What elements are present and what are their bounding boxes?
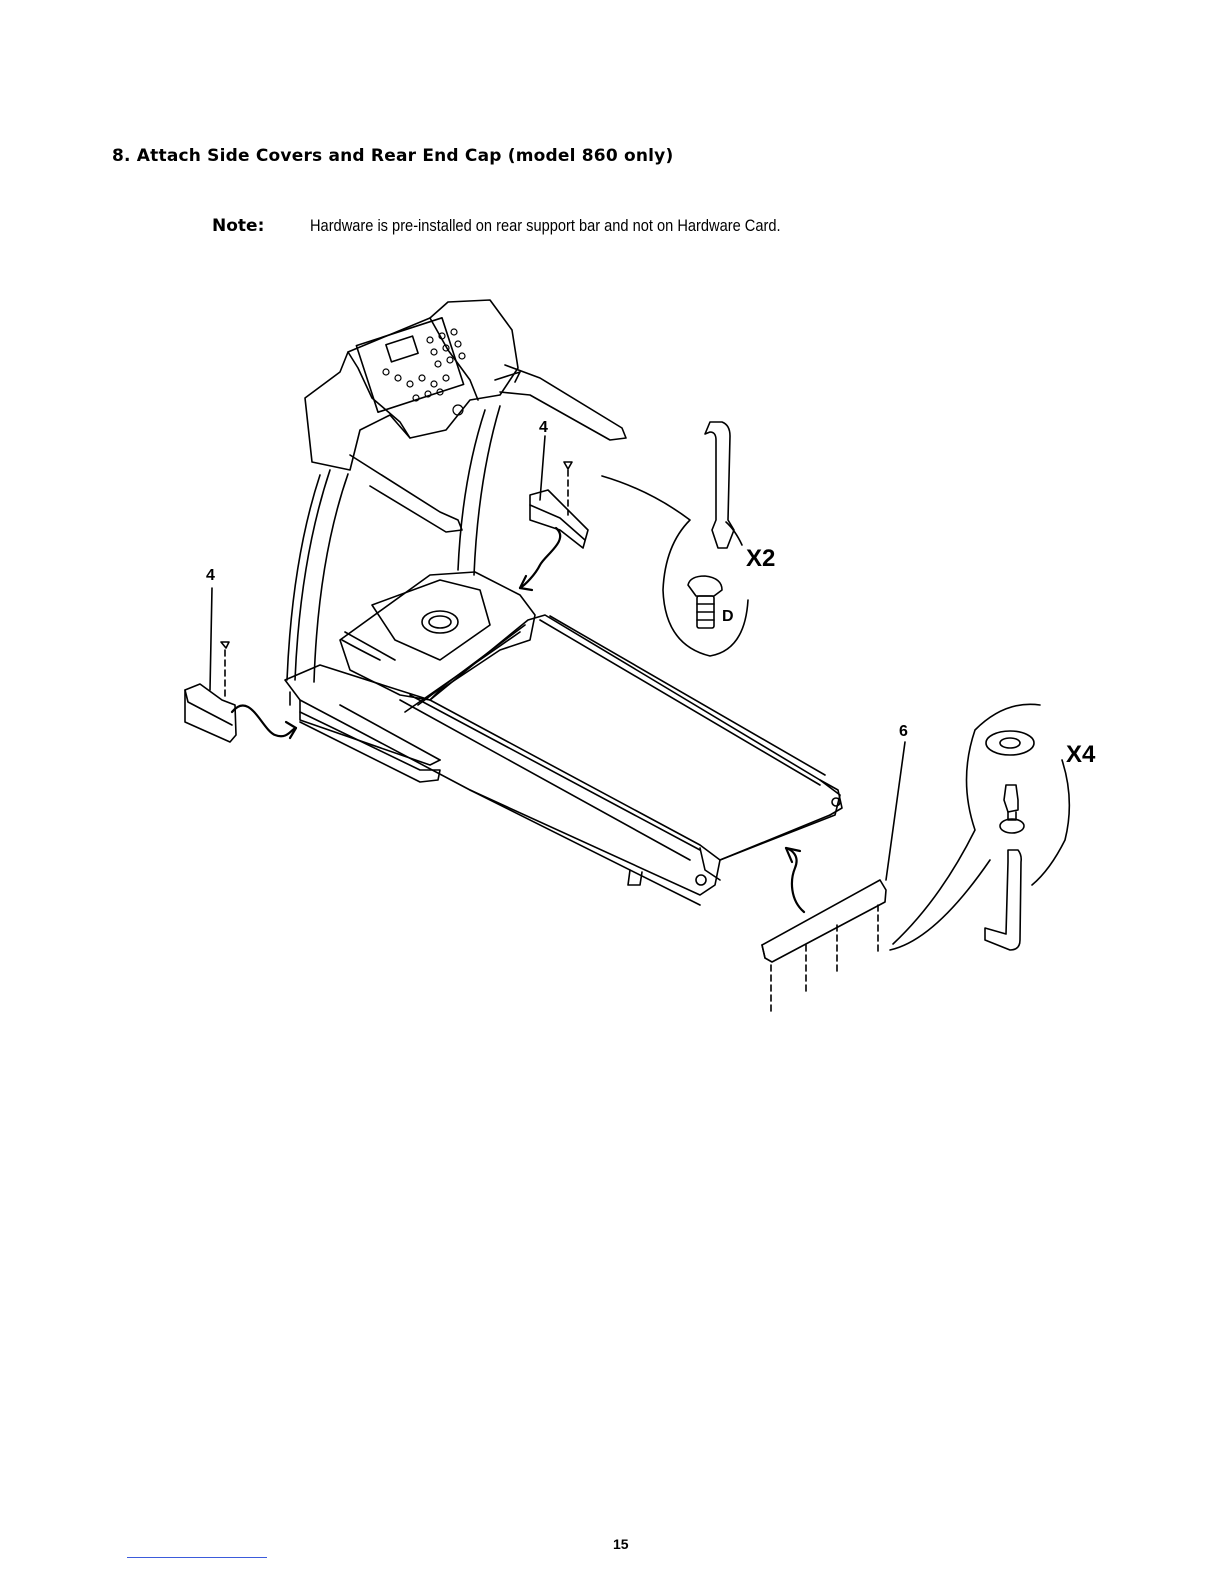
page-number: 15 [613,1536,629,1552]
rear-end-cap-part [762,848,886,1015]
callout-number-left: 4 [206,567,215,584]
callout-number-right: 4 [539,419,548,436]
right-side-cover-part [520,462,588,588]
hardware-quantity-top: X2 [746,545,775,572]
left-side-cover-part [185,642,296,742]
hardware-callout-bottom [890,704,1069,950]
hardware-part-letter: D [722,608,734,625]
hardware-quantity-bottom: X4 [1066,741,1096,768]
callout-number-end-cap: 6 [899,723,908,740]
console-drawing [305,300,518,470]
footer-rule [127,1557,267,1558]
deck-drawing [285,615,842,905]
handlebars-drawing [350,365,626,532]
